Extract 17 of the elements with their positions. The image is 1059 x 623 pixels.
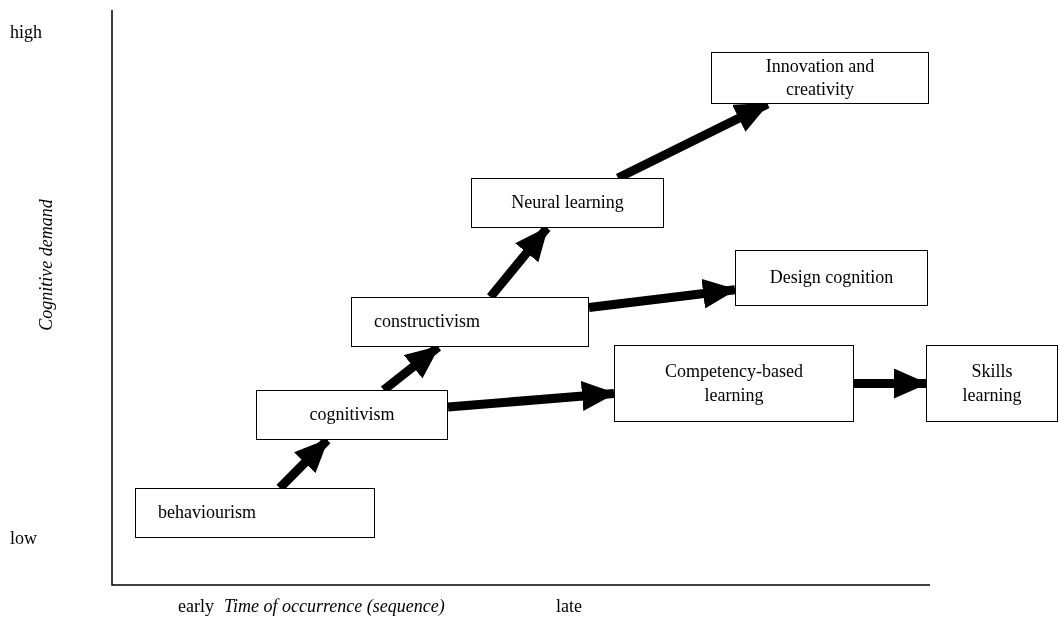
axis-label: Time of occurrence (sequence) [224, 596, 445, 617]
axis-label: high [10, 22, 42, 43]
arrow [854, 368, 928, 399]
arrow [588, 278, 737, 312]
concept-box: Innovation and creativity [711, 52, 929, 104]
axis-title: Cognitive demand [35, 199, 57, 331]
concept-box: Skills learning [926, 345, 1058, 422]
axis-label: low [10, 528, 37, 549]
concept-box: cognitivism [256, 390, 448, 440]
concept-box: constructivism [351, 297, 589, 347]
arrow [447, 381, 616, 412]
axis-label: early [178, 596, 214, 617]
concept-box: Competency-based learning [614, 345, 854, 422]
concept-box: Design cognition [735, 250, 928, 306]
axis-label: late [556, 596, 582, 617]
concept-box: Neural learning [471, 178, 664, 228]
concept-box: behaviourism [135, 488, 375, 538]
